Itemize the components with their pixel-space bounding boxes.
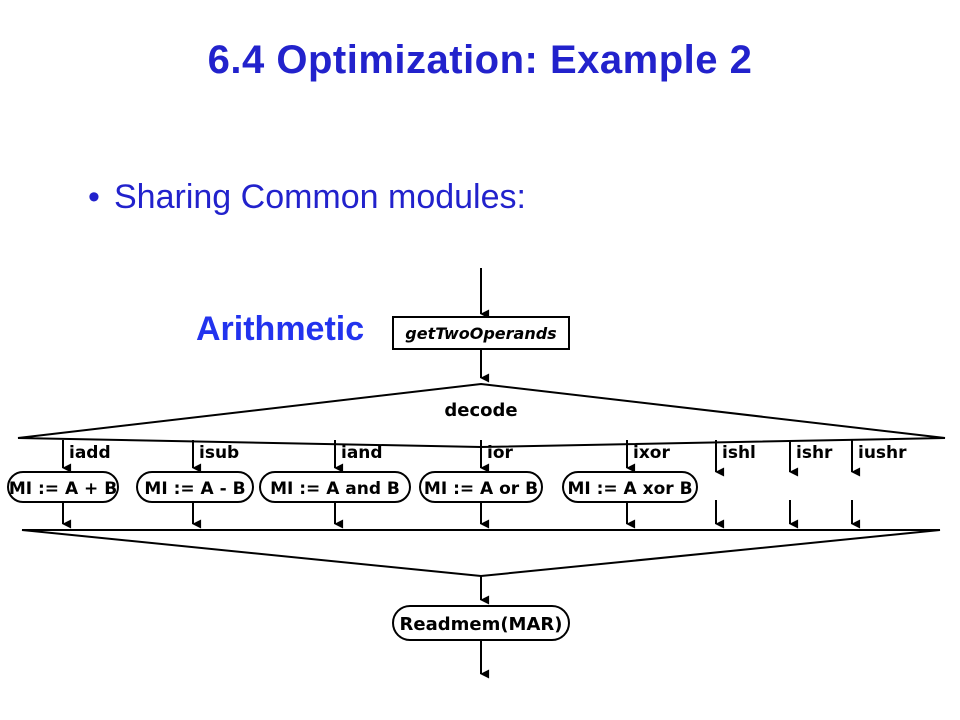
action-label: MI := A - B xyxy=(144,479,245,499)
branch-group: iadd MI := A + B isub MI := A - B iand MI := … xyxy=(7,440,907,529)
arithmetic-label: Arithmetic xyxy=(196,310,364,348)
branch-label-iushr: iushr xyxy=(858,443,907,463)
action-box xyxy=(562,471,698,503)
merge-shape xyxy=(21,529,941,578)
action-label: MI := A xor B xyxy=(567,479,692,499)
slide-title: 6.4 Optimization: Example 2 xyxy=(207,38,753,82)
bullet-text: Sharing Common modules: xyxy=(114,178,526,216)
branch-label-iadd: iadd xyxy=(69,443,111,463)
readmem-label: Readmem(MAR) xyxy=(400,614,563,635)
bullet-icon: • xyxy=(88,178,100,216)
action-label: MI := A and B xyxy=(270,479,400,499)
branch-label-ishl: ishl xyxy=(722,443,756,463)
bullet-item: • Sharing Common modules: xyxy=(88,178,526,217)
decode-label: decode xyxy=(444,400,517,421)
branch-label-ishr: ishr xyxy=(796,443,833,463)
action-box xyxy=(136,471,254,503)
branch-label-ixor: ixor xyxy=(633,443,670,463)
action-label: MI := A + B xyxy=(9,479,117,499)
branch-label-iand: iand xyxy=(341,443,383,463)
action-label: MI := A or B xyxy=(424,479,538,499)
branch-label-ior: ior xyxy=(487,443,514,463)
get-two-operands-box xyxy=(392,316,570,350)
branch-label-isub: isub xyxy=(199,443,239,463)
get-two-operands-label: getTwoOperands xyxy=(405,324,556,343)
